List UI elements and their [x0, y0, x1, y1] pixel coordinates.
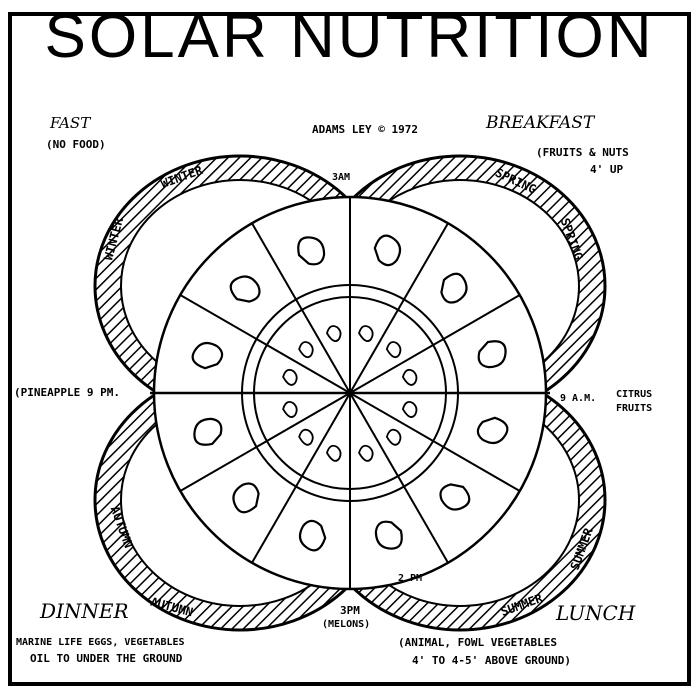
breakfast-sub2: 4' UP [590, 163, 623, 177]
nine-am-label: 9 A.M. [560, 392, 596, 406]
breakfast-sub: (FRUITS & NUTS [536, 146, 629, 160]
dinner-sub: MARINE LIFE EGGS, VEGETABLES [16, 636, 185, 650]
nine-am-note: CITRUS FRUITS [616, 388, 676, 416]
dinner-heading: DINNER [40, 604, 129, 618]
two-pm-label: 2 PM [398, 572, 422, 586]
organ-sketch-icon [478, 418, 507, 443]
nine-pm-label: (PINEAPPLE 9 PM. [14, 386, 120, 400]
fast-heading: FAST [50, 116, 90, 130]
three-pm-note: (MELONS) [322, 618, 370, 632]
breakfast-heading: BREAKFAST [486, 116, 594, 130]
organ-sketch-icon [375, 236, 400, 265]
lunch-sub: (ANIMAL, FOWL VEGETABLES [398, 636, 557, 650]
lunch-heading: LUNCH [556, 606, 635, 620]
dinner-sub2: OIL TO UNDER THE GROUND [30, 652, 182, 666]
lunch-sub2: 4' TO 4-5' ABOVE GROUND) [412, 654, 571, 668]
organ-sketch-icon [193, 343, 222, 368]
three-pm-label: 3PM [340, 604, 360, 618]
credit-text: ADAMS LEY © 1972 [312, 123, 418, 137]
organ-sketch-icon [300, 521, 325, 550]
fast-sub: (NO FOOD) [46, 138, 106, 152]
three-am-label: 3AM [332, 171, 350, 185]
